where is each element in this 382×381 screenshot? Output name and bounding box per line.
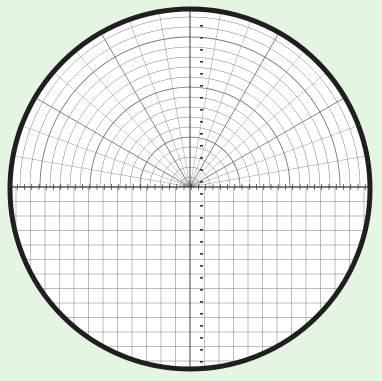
axis-mark	[200, 217, 203, 219]
axis-mark	[200, 61, 203, 63]
axis-mark	[200, 337, 203, 339]
axis-mark	[200, 361, 203, 363]
axis-mark	[200, 37, 203, 39]
axis-mark	[200, 205, 203, 207]
radial-line	[189, 17, 252, 188]
radial-line	[12, 155, 191, 188]
reticle-rim	[7, 6, 373, 372]
radial-line	[189, 48, 306, 188]
axis-mark	[200, 349, 203, 351]
axis-mark	[200, 181, 203, 183]
radial-line	[51, 71, 191, 188]
radial-line	[189, 30, 281, 188]
radial-line	[99, 30, 191, 188]
radial-line	[189, 11, 222, 188]
axis-mark	[200, 109, 203, 111]
axis-mark	[200, 193, 203, 195]
radial-line	[74, 48, 191, 188]
axis-mark	[200, 145, 203, 147]
axis-mark	[200, 253, 203, 255]
axis-mark	[200, 277, 203, 279]
radial-line	[33, 96, 191, 188]
axis-mark	[200, 229, 203, 231]
axis-mark	[200, 265, 203, 267]
axis-mark	[200, 301, 203, 303]
axis-mark	[200, 169, 203, 171]
axis-mark	[200, 157, 203, 159]
radial-line	[20, 125, 191, 188]
axis-mark	[200, 25, 203, 27]
axis-mark	[200, 241, 203, 243]
axis-mark	[200, 133, 203, 135]
axis-mark	[200, 121, 203, 123]
radial-line	[158, 11, 191, 188]
axis-mark	[200, 85, 203, 87]
radial-line	[189, 71, 329, 188]
axis-mark	[200, 289, 203, 291]
axis-mark	[200, 313, 203, 315]
radial-line	[189, 155, 368, 188]
axis-mark	[200, 325, 203, 327]
axis-mark	[200, 73, 203, 75]
radial-line	[128, 17, 191, 188]
radial-line	[189, 125, 360, 188]
radial-line	[189, 96, 347, 188]
axis-mark	[200, 97, 203, 99]
axis-mark	[200, 49, 203, 51]
